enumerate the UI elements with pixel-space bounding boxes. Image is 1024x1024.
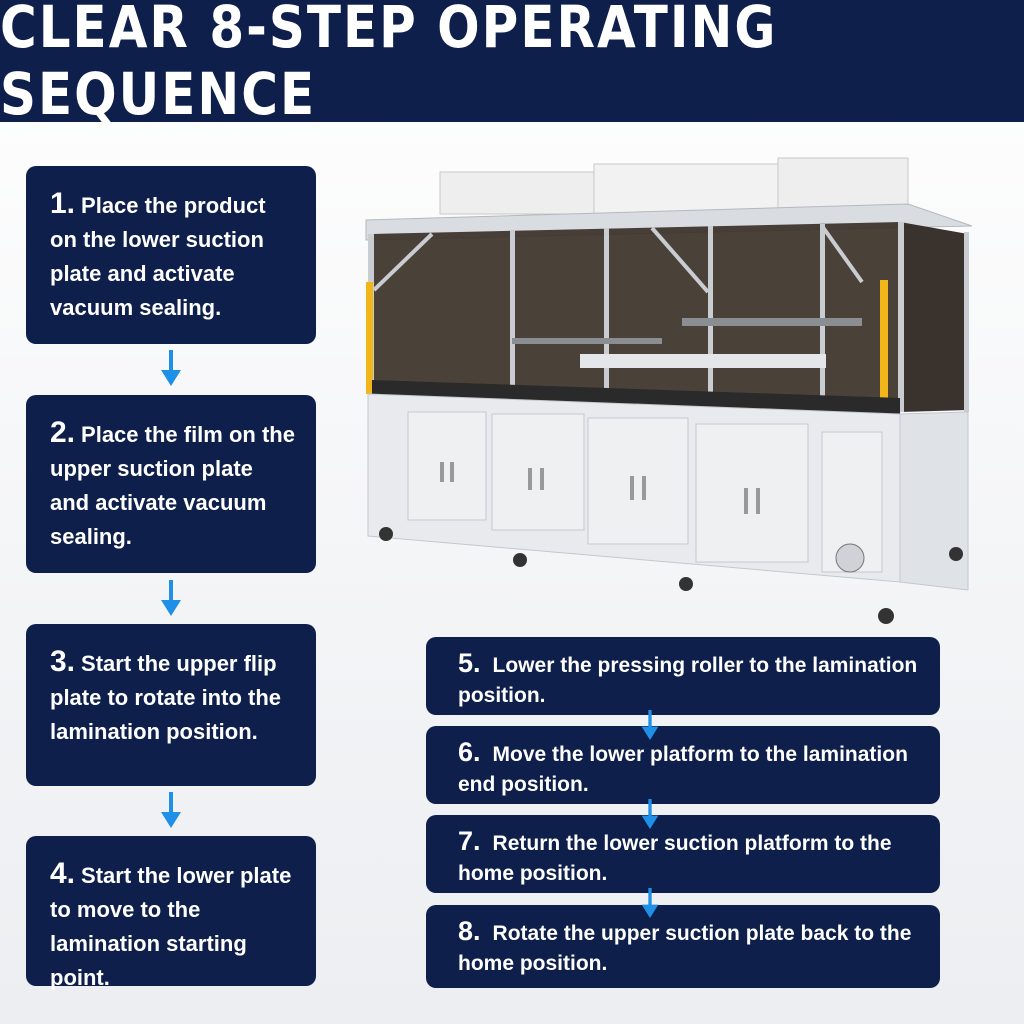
down-arrow-icon	[641, 710, 659, 740]
step-text: Return the lower suction platform to the…	[458, 832, 892, 885]
step-text: Start the upper flip plate to rotate int…	[50, 651, 281, 744]
step-number: 4.	[50, 857, 76, 890]
down-arrow-icon	[641, 799, 659, 829]
step-number: 7.	[458, 826, 481, 856]
step-number: 8.	[458, 916, 481, 946]
step-7-panel: 7.Return the lower suction platform to t…	[426, 815, 940, 893]
step-text: Lower the pressing roller to the laminat…	[458, 654, 918, 707]
step-text: Place the film on the upper suction plat…	[50, 422, 295, 549]
step-number: 1.	[50, 187, 76, 220]
page-title: CLEAR 8-STEP OPERATING SEQUENCE	[0, 0, 778, 128]
step-text: Move the lower platform to the laminatio…	[458, 743, 908, 796]
step-6-panel: 6.Move the lower platform to the laminat…	[426, 726, 940, 804]
down-arrow-icon	[161, 792, 181, 828]
down-arrow-icon	[161, 350, 181, 386]
step-number: 5.	[458, 648, 481, 678]
step-text: Place the product on the lower suction p…	[50, 193, 266, 320]
page-header: CLEAR 8-STEP OPERATING SEQUENCE	[0, 0, 1024, 128]
step-number: 6.	[458, 737, 481, 767]
down-arrow-icon	[641, 888, 659, 918]
step-number: 2.	[50, 416, 76, 449]
down-arrow-icon	[161, 580, 181, 616]
step-3-panel: 3.Start the upper flip plate to rotate i…	[26, 624, 316, 786]
step-text: Rotate the upper suction plate back to t…	[458, 922, 912, 975]
step-number: 3.	[50, 645, 76, 678]
step-8-panel: 8.Rotate the upper suction plate back to…	[426, 905, 940, 988]
step-2-panel: 2.Place the film on the upper suction pl…	[26, 395, 316, 573]
step-text: Start the lower plate to move to the lam…	[50, 863, 292, 990]
step-4-panel: 4.Start the lower plate to move to the l…	[26, 836, 316, 990]
step-1-panel: 1.Place the product on the lower suction…	[26, 166, 316, 344]
step-5-panel: 5.Lower the pressing roller to the lamin…	[426, 637, 940, 715]
lamination-machine-illustration	[365, 157, 973, 624]
